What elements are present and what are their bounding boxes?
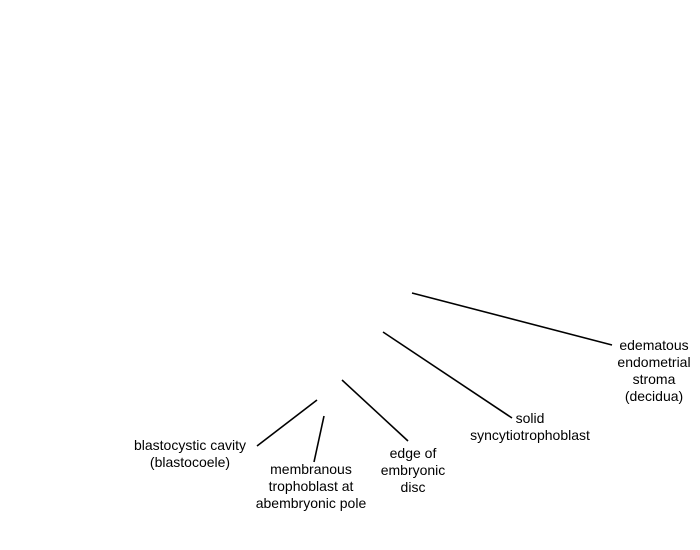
- leader-line-blastocystic-cavity: [256, 399, 318, 447]
- label-decidua-line: (decidua): [624, 388, 684, 404]
- label-decidua-line: edematous: [619, 337, 689, 353]
- label-membranous-trophoblast-line: trophoblast at: [268, 478, 354, 494]
- label-embryonic-disc-line: disc: [400, 479, 426, 495]
- label-syncytiotrophoblast-line: syncytiotrophoblast: [470, 427, 590, 443]
- label-embryonic-disc-line: edge of: [389, 445, 437, 461]
- label-decidua-line: stroma: [632, 371, 676, 387]
- label-membranous-trophoblast: membranous trophoblast at abembryonic po…: [248, 461, 374, 512]
- label-blastocystic-cavity-line: blastocystic cavity: [133, 437, 247, 453]
- leader-line-syncytiotrophoblast: [382, 331, 513, 419]
- label-decidua-line: endometrial: [617, 354, 691, 370]
- label-embryonic-disc-line: embryonic: [380, 462, 446, 478]
- label-membranous-trophoblast-line: membranous: [270, 461, 352, 477]
- label-syncytiotrophoblast: solid syncytiotrophoblast: [462, 410, 598, 444]
- leader-line-embryonic-disc: [341, 379, 409, 442]
- label-syncytiotrophoblast-line: solid: [515, 410, 545, 426]
- label-membranous-trophoblast-line: abembryonic pole: [255, 495, 367, 511]
- label-embryonic-disc: edge of embryonic disc: [372, 445, 454, 496]
- leader-line-membranous-trophoblast: [313, 415, 325, 463]
- label-decidua: edematous endometrial stroma (decidua): [612, 337, 696, 405]
- label-blastocystic-cavity-line: (blastocoele): [149, 454, 231, 470]
- label-blastocystic-cavity: blastocystic cavity (blastocoele): [130, 437, 250, 471]
- leader-line-decidua: [411, 292, 613, 346]
